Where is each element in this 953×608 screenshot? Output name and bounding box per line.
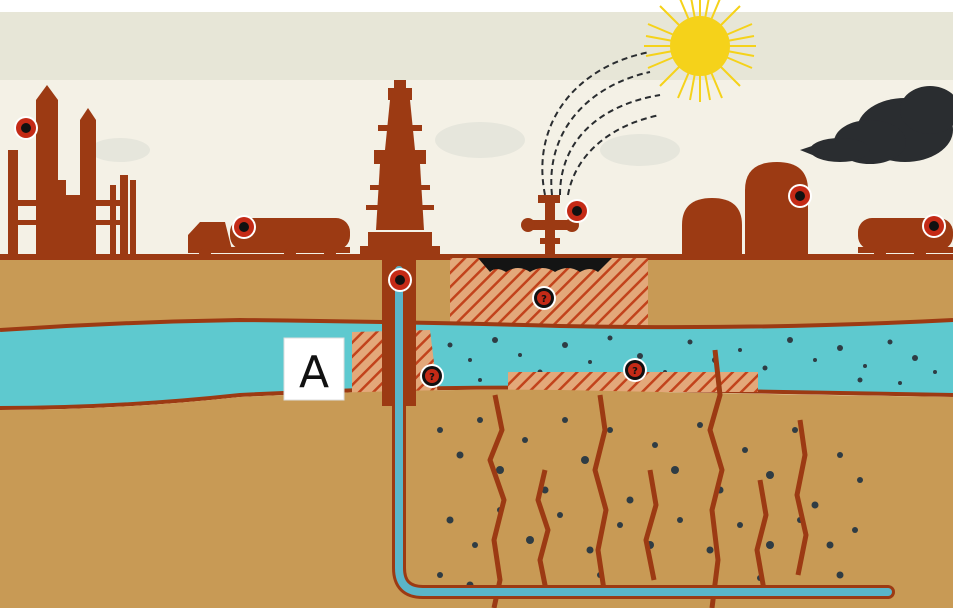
ground-surface-line <box>0 254 953 260</box>
tanker-truck-left <box>188 218 350 260</box>
aquifer-bottom-edge <box>0 385 953 410</box>
shale-rock-particles <box>437 417 863 589</box>
hotspot-wellhead[interactable] <box>388 268 412 292</box>
question-marker-aquifer-well[interactable]: ? <box>420 364 444 388</box>
sky-grey-bar <box>0 0 953 12</box>
hotspot-refinery[interactable] <box>14 116 38 140</box>
hotspot-tanker-truck-right[interactable] <box>922 214 946 238</box>
aquifer-contaminant-particles <box>447 335 937 385</box>
label-box-a-text: A <box>299 347 329 398</box>
hotspot-tanker-truck-left[interactable] <box>232 215 256 239</box>
waste-pit-liquid <box>478 258 612 272</box>
storage-tanks <box>682 162 808 258</box>
wellbore-pipe-inner <box>395 266 892 596</box>
aquifer-top-edge <box>0 317 953 332</box>
refinery <box>8 85 136 258</box>
drilling-rig <box>360 80 440 254</box>
question-marker-aquifer-well-text: ? <box>429 372 435 383</box>
label-box-a: A <box>283 337 345 401</box>
hydraulic-fractures <box>487 349 809 608</box>
sky-top-band <box>0 0 953 80</box>
question-marker-shale-seal[interactable]: ? <box>623 358 647 382</box>
sun-icon <box>644 0 756 102</box>
leak-zone-seal <box>508 372 758 392</box>
question-marker-shale-seal-text: ? <box>632 366 638 377</box>
clouds <box>90 122 680 166</box>
hotspot-flare-valve[interactable] <box>565 199 589 223</box>
question-marker-surface-pit[interactable]: ? <box>532 286 556 310</box>
soil-lower <box>0 389 953 608</box>
question-marker-surface-pit-text: ? <box>541 294 547 305</box>
flare-emission-lines <box>541 51 661 196</box>
hotspot-storage-tanks[interactable] <box>788 184 812 208</box>
smoke-cloud <box>800 86 953 164</box>
